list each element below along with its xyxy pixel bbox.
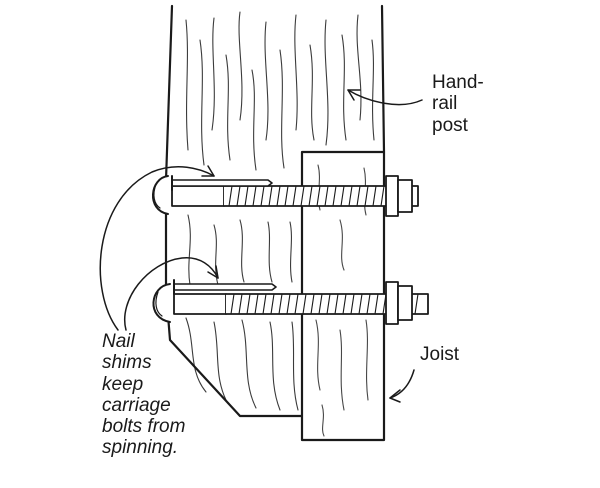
lower-carriage-bolt — [152, 281, 429, 325]
nail-shims-label-line: shims — [102, 352, 152, 374]
handrail-post-label-line: Hand- — [432, 72, 484, 93]
handrail-post — [164, 4, 386, 418]
upper-nail-shim — [171, 175, 273, 191]
handrail-post-label-line: rail — [432, 93, 458, 115]
nail-shims-label-line: spinning. — [102, 437, 179, 459]
joist-label: Joist — [420, 344, 459, 365]
handrail-post-label-line: post — [432, 114, 468, 136]
joist-label-text: Joist — [420, 344, 460, 365]
handrail-post-label: Hand- rail post — [432, 72, 484, 136]
joist-leader-arrow — [389, 369, 415, 403]
lower-nail-shim — [173, 279, 277, 295]
shim-leader-arrows — [99, 165, 219, 331]
upper-carriage-bolt — [152, 175, 419, 217]
nail-shims-label-line: carriage — [102, 394, 171, 416]
nail-shims-label-line: bolts from — [102, 416, 186, 438]
nail-shims-label-line: Nail — [102, 331, 135, 352]
nail-shims-label-line: keep — [102, 373, 144, 395]
post-wood-grain — [185, 11, 375, 411]
post-leader-arrow — [347, 89, 423, 106]
nail-shims-label: Nail shims keep carriage bolts from spin… — [102, 331, 185, 459]
